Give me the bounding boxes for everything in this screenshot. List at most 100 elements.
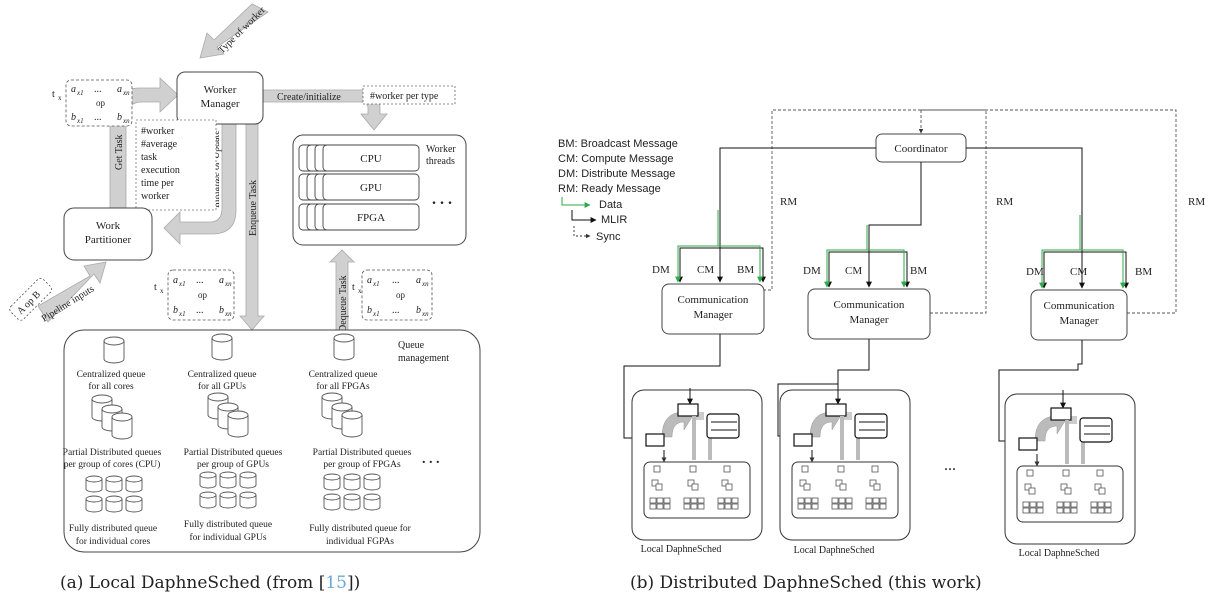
mlir-dm-bm-1 <box>677 247 720 283</box>
sync-line-middle <box>921 109 987 314</box>
queue-label-6-2: for individual cores <box>76 536 151 547</box>
svg-text:b: b <box>71 112 76 123</box>
queue-label-8-2: individual FGPAs <box>326 537 394 547</box>
local-daphnesched-2 <box>780 390 910 540</box>
initialize-update-arrow <box>163 119 237 245</box>
queue-management-label-2: management <box>398 353 449 364</box>
local-daphnesched-1 <box>632 390 762 540</box>
svg-text:a: a <box>117 84 122 95</box>
bm-label-2: BM <box>910 265 927 277</box>
work-partitioner-label-2: Partitioner <box>85 234 132 246</box>
cm-label-2: CM <box>845 265 862 277</box>
stats-box <box>135 119 217 211</box>
legend-dm: DM: Distribute Message <box>558 168 675 180</box>
queue-label-3-1: Partial Distributed queues <box>63 448 162 458</box>
svg-text:x: x <box>58 94 62 102</box>
queue-label-0-1: Centralized queue <box>77 370 146 380</box>
mlir-dm-3 <box>1041 251 1082 289</box>
svg-text:b: b <box>173 305 178 316</box>
queue-label-5-1: Partial Distributed queues <box>313 448 412 458</box>
svg-text:xn: xn <box>421 310 429 318</box>
svg-text:a: a <box>367 275 372 286</box>
stat-line-4: execution <box>141 165 180 176</box>
svg-text:x1: x1 <box>372 280 380 288</box>
svg-text:x1: x1 <box>372 310 380 318</box>
legend-data-line <box>561 197 591 208</box>
svg-text:x1: x1 <box>178 280 186 288</box>
gpu-central-queue-icon <box>211 333 233 361</box>
mlir-to-cm-3 <box>966 147 1085 289</box>
worker-manager-label-2: Manager <box>200 98 239 110</box>
comm-manager-1-label-1: Communication <box>678 294 749 306</box>
worker-manager-box <box>176 71 264 125</box>
queue-label-1-1: Centralized queue <box>188 370 257 380</box>
svg-text:xn: xn <box>224 280 232 288</box>
comm-manager-1-label-2: Manager <box>693 309 732 321</box>
fpga-label: FPGA <box>357 212 385 224</box>
fpga-central-queue-icon <box>333 333 355 361</box>
enqueue-task-arrow <box>239 119 265 331</box>
svg-text:t: t <box>52 89 55 100</box>
fpga-stack <box>298 203 420 231</box>
svg-text:xn: xn <box>421 280 429 288</box>
initialize-update-label: Initialize or Update <box>211 130 222 208</box>
mlir-to-cm-1 <box>717 147 876 283</box>
mlir-dm-2 <box>826 251 869 288</box>
svg-text:xn: xn <box>122 117 130 125</box>
type-of-worker-arrow <box>199 3 269 59</box>
data-line-3 <box>1039 215 1081 289</box>
worker-per-type-box <box>362 85 456 105</box>
svg-text:op: op <box>96 98 106 108</box>
svg-text:...: ... <box>94 84 102 95</box>
comm-manager-3-label-1: Communication <box>1044 300 1115 312</box>
worker-per-type-label: #worker per type <box>370 91 439 102</box>
stat-line-6: worker <box>141 191 170 202</box>
svg-text:a: a <box>219 275 224 286</box>
svg-text:...: ... <box>392 275 400 286</box>
sync-line-right <box>921 109 1177 314</box>
queue-management-label-1: Queue <box>398 340 425 351</box>
svg-text:x1: x1 <box>178 310 186 318</box>
worker-threads-label-1: Worker <box>426 144 456 155</box>
data-line-3b <box>1080 249 1126 289</box>
queue-label-0-2: for all cores <box>88 381 134 392</box>
svg-text:a: a <box>173 275 178 286</box>
dequeue-task-arrow <box>329 249 355 331</box>
panel-b: BM: Broadcast Message CM: Compute Messag… <box>558 109 1205 593</box>
get-task-label: Get Task <box>114 135 125 171</box>
matrix-middle: t x a x1 ... a xn op b x1 ... b xn <box>154 269 235 321</box>
svg-text:t: t <box>154 282 157 293</box>
legend-data: Data <box>599 199 623 211</box>
stat-line-5: time per <box>141 178 175 189</box>
enqueue-task-label: Enqueue Task <box>248 180 259 236</box>
svg-text:...: ... <box>196 305 204 316</box>
queue-label-8-1: Fully distributed queue for <box>309 523 411 534</box>
mlir-to-cm-2 <box>866 162 922 288</box>
legend-mlir-line <box>571 210 597 223</box>
svg-text:b: b <box>219 305 224 316</box>
legend-mlir: MLIR <box>601 214 627 226</box>
work-partitioner-label-1: Work <box>96 220 121 232</box>
bm-label-1: BM <box>737 264 754 276</box>
queue-label-4-2: per group of GPUs <box>197 459 269 470</box>
svg-text:a: a <box>416 275 421 286</box>
cm3-to-local-3 <box>998 340 1083 444</box>
pipeline-inputs-arrow <box>37 261 107 323</box>
local-input-arrows <box>687 384 1066 409</box>
stat-line-2: #average <box>141 139 178 150</box>
local-label-3: Local DaphneSched <box>1019 548 1100 559</box>
queue-label-7-1: Fully distributed queue <box>184 520 272 530</box>
worker-manager-label-1: Worker <box>204 84 237 96</box>
cpu-label: CPU <box>360 153 381 165</box>
dm-label-1: DM <box>652 264 670 276</box>
svg-text:xn: xn <box>122 89 130 97</box>
queue-label-5-2: per group of FPGAs <box>323 459 401 470</box>
legend-sync-line <box>573 226 591 239</box>
svg-text:a: a <box>71 84 76 95</box>
gpu-label: GPU <box>360 182 382 194</box>
bm-label-3: BM <box>1135 266 1152 278</box>
cpu-central-queue-icon <box>103 336 125 364</box>
svg-text:b: b <box>117 112 122 123</box>
queue-label-2-2: for all FPGAs <box>316 381 370 392</box>
dm-label-3: DM <box>1026 266 1044 278</box>
